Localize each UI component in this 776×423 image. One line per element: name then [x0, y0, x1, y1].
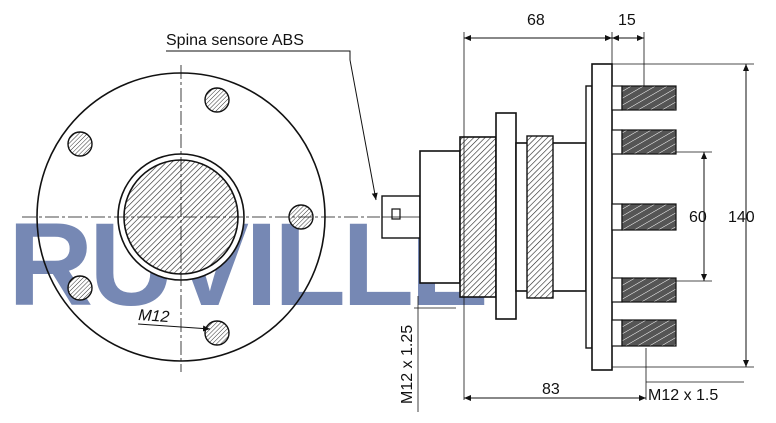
flange-bolt-label: M12 — [138, 307, 170, 326]
stud-head — [611, 203, 623, 231]
wheel-flange-lip — [585, 85, 593, 349]
wheel-stud — [621, 277, 677, 303]
stud-head — [611, 319, 623, 347]
bearing-housing — [459, 136, 497, 298]
sensor-thread-label: M12 x 1.25 — [399, 325, 416, 404]
wheel-stud — [621, 85, 677, 111]
stud-head — [611, 85, 623, 111]
dimension-140: 140 — [728, 209, 755, 226]
front-view: M12 — [22, 65, 380, 372]
m12-leader-line — [137, 323, 211, 332]
bolt-hole — [67, 275, 93, 301]
abs-sensor-label: Spina sensore ABS — [166, 32, 304, 49]
bolt-hole — [204, 87, 230, 113]
stud-thread-label: M12 x 1.5 — [648, 387, 718, 404]
bolt-hole — [204, 320, 230, 346]
bearing-race — [526, 135, 554, 299]
wheel-studs — [611, 85, 677, 347]
dimension-83: 83 — [542, 381, 560, 398]
side-view: 68 15 83 60 140 M12 x 1.5 M12 x 1.25 Spi… — [166, 12, 755, 412]
hub-rear-cap — [419, 150, 461, 284]
wheel-stud — [621, 319, 677, 347]
abs-sensor-slot — [391, 208, 401, 220]
wheel-stud — [621, 129, 677, 155]
dimension-15: 15 — [618, 12, 636, 29]
stud-head — [611, 277, 623, 303]
wheel-stud — [621, 203, 677, 231]
bolt-hole — [67, 131, 93, 157]
abs-sensor-leader — [166, 50, 378, 201]
dimension-60: 60 — [689, 209, 707, 226]
wheel-flange — [591, 63, 613, 371]
stud-head — [611, 129, 623, 155]
dimension-68: 68 — [527, 12, 545, 29]
mounting-flange — [495, 112, 517, 320]
